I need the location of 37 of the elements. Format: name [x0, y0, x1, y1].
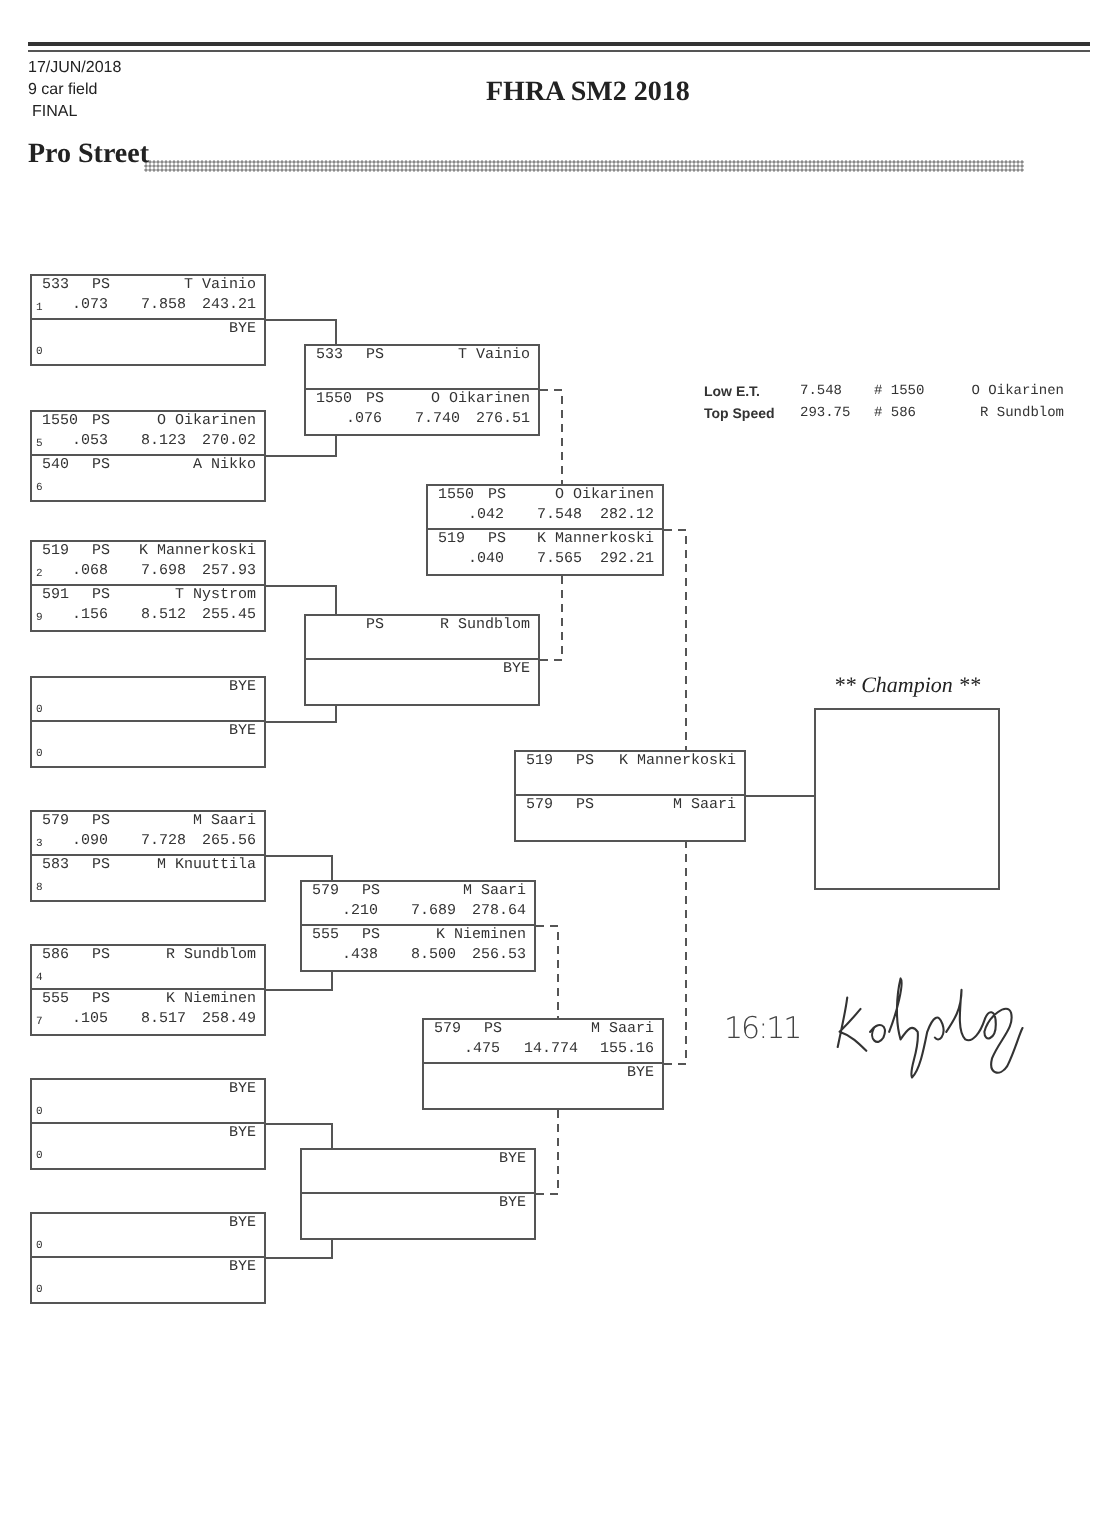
bracket-line [265, 1239, 333, 1259]
handwritten-time: 16:11 [724, 1010, 801, 1046]
bracket-line [265, 435, 337, 457]
bracket-line [265, 1123, 333, 1149]
champion-heading: ** Champion ** [833, 672, 981, 700]
match-box [30, 944, 266, 1036]
match-box [30, 1078, 266, 1170]
match-box [30, 274, 266, 366]
match-box [30, 410, 266, 502]
match-box [514, 750, 746, 842]
bracket-line [265, 855, 333, 881]
page-title: FHRA SM2 2018 [486, 78, 690, 110]
class-heading: Pro Street [28, 140, 150, 172]
match-box [30, 810, 266, 902]
bracket-line [535, 925, 559, 1019]
match-box [422, 1018, 664, 1110]
match-box [304, 614, 540, 706]
bracket-line [535, 1109, 559, 1195]
round-name: FINAL [32, 102, 78, 122]
bracket-line [539, 575, 563, 661]
match-box [30, 540, 266, 632]
bracket-line [265, 585, 337, 615]
match-box [30, 1212, 266, 1304]
match-box [30, 676, 266, 768]
bracket-line [265, 971, 333, 991]
date-text: 17/JUN/2018 [28, 58, 122, 78]
match-box [300, 1148, 536, 1240]
bracket-line [539, 389, 563, 485]
bracket-line [745, 795, 815, 797]
match-box [304, 344, 540, 436]
bracket-line [265, 319, 337, 345]
match-box [426, 484, 664, 576]
bracket-line [663, 529, 687, 751]
bracket-line [265, 705, 337, 723]
field-size-text: 9 car field [28, 80, 98, 100]
match-box [300, 880, 536, 972]
bracket-line [663, 841, 687, 1065]
